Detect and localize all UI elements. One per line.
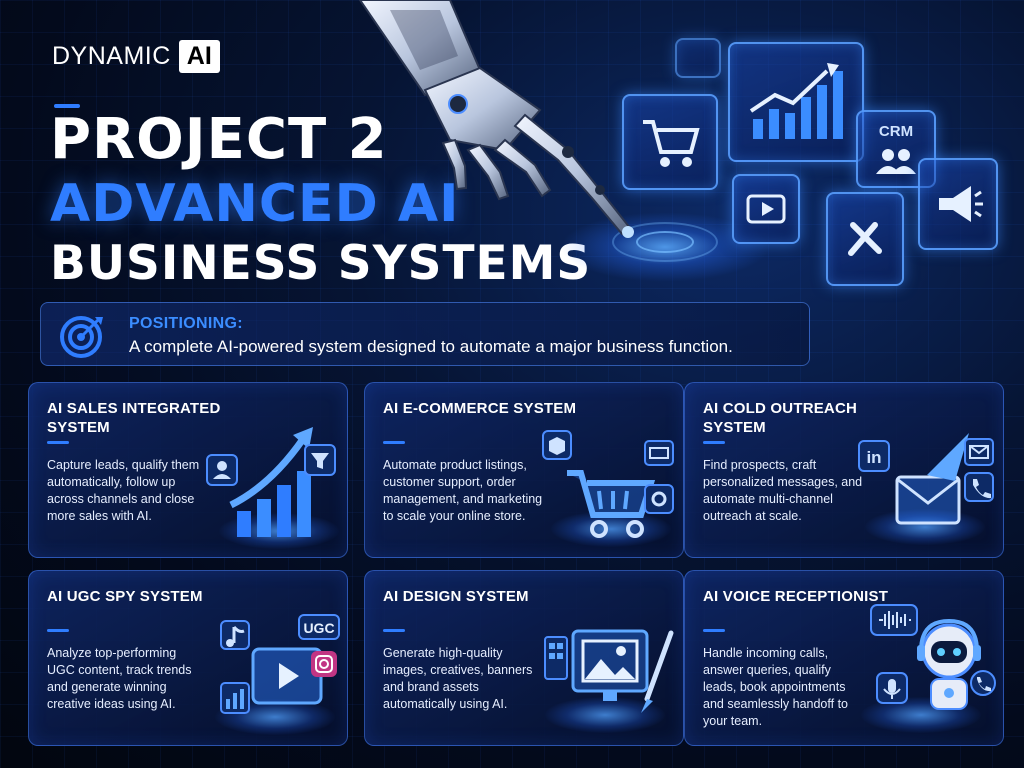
- card-accent: [383, 441, 405, 444]
- title-line-3: BUSINESS SYSTEMS: [50, 236, 592, 291]
- cart-icon: [643, 120, 700, 167]
- card-accent: [703, 441, 725, 444]
- holo-panel-crm: CRM: [856, 110, 936, 188]
- holo-panel-growth-chart: [728, 42, 864, 162]
- brand-box: AI: [178, 40, 220, 73]
- design-monitor-icon: [544, 629, 674, 713]
- card-ai-design: AI DESIGN SYSTEM Generate high-quality i…: [364, 570, 684, 746]
- card-description: Analyze top-performing UGC content, trac…: [47, 646, 192, 711]
- card-ai-ugc-spy: AI UGC SPY SYSTEM Analyze top-performing…: [28, 570, 348, 746]
- video-icon: [746, 194, 786, 224]
- page-title: PROJECT 2 ADVANCED AI BUSINESS SYSTEMS: [50, 107, 592, 291]
- card-ai-ecommerce: AI E-COMMERCE SYSTEM Automate product li…: [364, 382, 684, 558]
- card-description: Find prospects, craft personalized messa…: [703, 458, 863, 523]
- card-description: Generate high-quality images, creatives,…: [383, 646, 533, 711]
- card-ai-voice-receptionist: AI VOICE RECEPTIONIST Handle incoming ca…: [684, 570, 1004, 746]
- base-glow: [865, 509, 985, 545]
- holo-panel-cart: [622, 94, 718, 190]
- growth-chart-icon: [749, 63, 843, 139]
- positioning-banner: POSITIONING: A complete AI-powered syste…: [40, 302, 810, 366]
- card-description: Automate product listings, customer supp…: [383, 458, 543, 523]
- design-tools-icon: [848, 222, 882, 256]
- title-line-2: ADVANCED AI: [50, 174, 460, 234]
- holo-panel-tools: [826, 192, 904, 286]
- holo-panel-video: [732, 174, 800, 244]
- card-ai-sales: AI SALES INTEGRATED SYSTEM Capture leads…: [28, 382, 348, 558]
- card-description: Capture leads, qualify them automaticall…: [47, 458, 200, 523]
- linkedin-badge: in: [866, 448, 881, 467]
- ugc-badge: UGC: [303, 620, 334, 636]
- brand-logo: DYNAMIC AI: [52, 40, 220, 73]
- shopping-cart-icon: [542, 430, 674, 538]
- card-title: AI UGC SPY SYSTEM: [47, 588, 203, 605]
- title-line-1: PROJECT 2: [50, 107, 388, 172]
- positioning-label: POSITIONING:: [129, 315, 243, 332]
- envelope-icon: in: [858, 433, 994, 525]
- crm-label: CRM: [878, 122, 914, 140]
- card-title: AI VOICE RECEPTIONIST: [703, 588, 889, 605]
- card-ai-cold-outreach: AI COLD OUTREACH SYSTEM Find prospects, …: [684, 382, 1004, 558]
- touch-ring-outer: [612, 222, 718, 262]
- card-title: AI COLD OUTREACH SYSTEM: [703, 400, 858, 436]
- base-glow: [545, 697, 665, 733]
- holo-panel-megaphone: [918, 158, 998, 250]
- card-accent: [383, 629, 405, 632]
- card-title: AI SALES INTEGRATED SYSTEM: [47, 400, 221, 436]
- card-description: Handle incoming calls, answer queries, q…: [703, 646, 849, 728]
- target-icon: [60, 316, 103, 358]
- video-play-icon: UGC: [220, 614, 340, 714]
- robot-icon: [870, 604, 996, 710]
- card-title: AI E-COMMERCE SYSTEM: [383, 400, 577, 417]
- title-accent-line: [54, 104, 80, 108]
- card-title: AI DESIGN SYSTEM: [383, 588, 529, 605]
- card-accent: [47, 441, 69, 444]
- brand-word: DYNAMIC: [52, 42, 171, 70]
- holo-panel-small: [675, 38, 721, 78]
- card-accent: [47, 629, 69, 632]
- card-accent: [703, 629, 725, 632]
- robot-hand-icon: [358, 0, 634, 238]
- positioning-text: A complete AI-powered system designed to…: [129, 337, 733, 356]
- sales-growth-icon: [206, 427, 336, 537]
- megaphone-icon: [939, 186, 983, 222]
- users-icon: [876, 148, 916, 174]
